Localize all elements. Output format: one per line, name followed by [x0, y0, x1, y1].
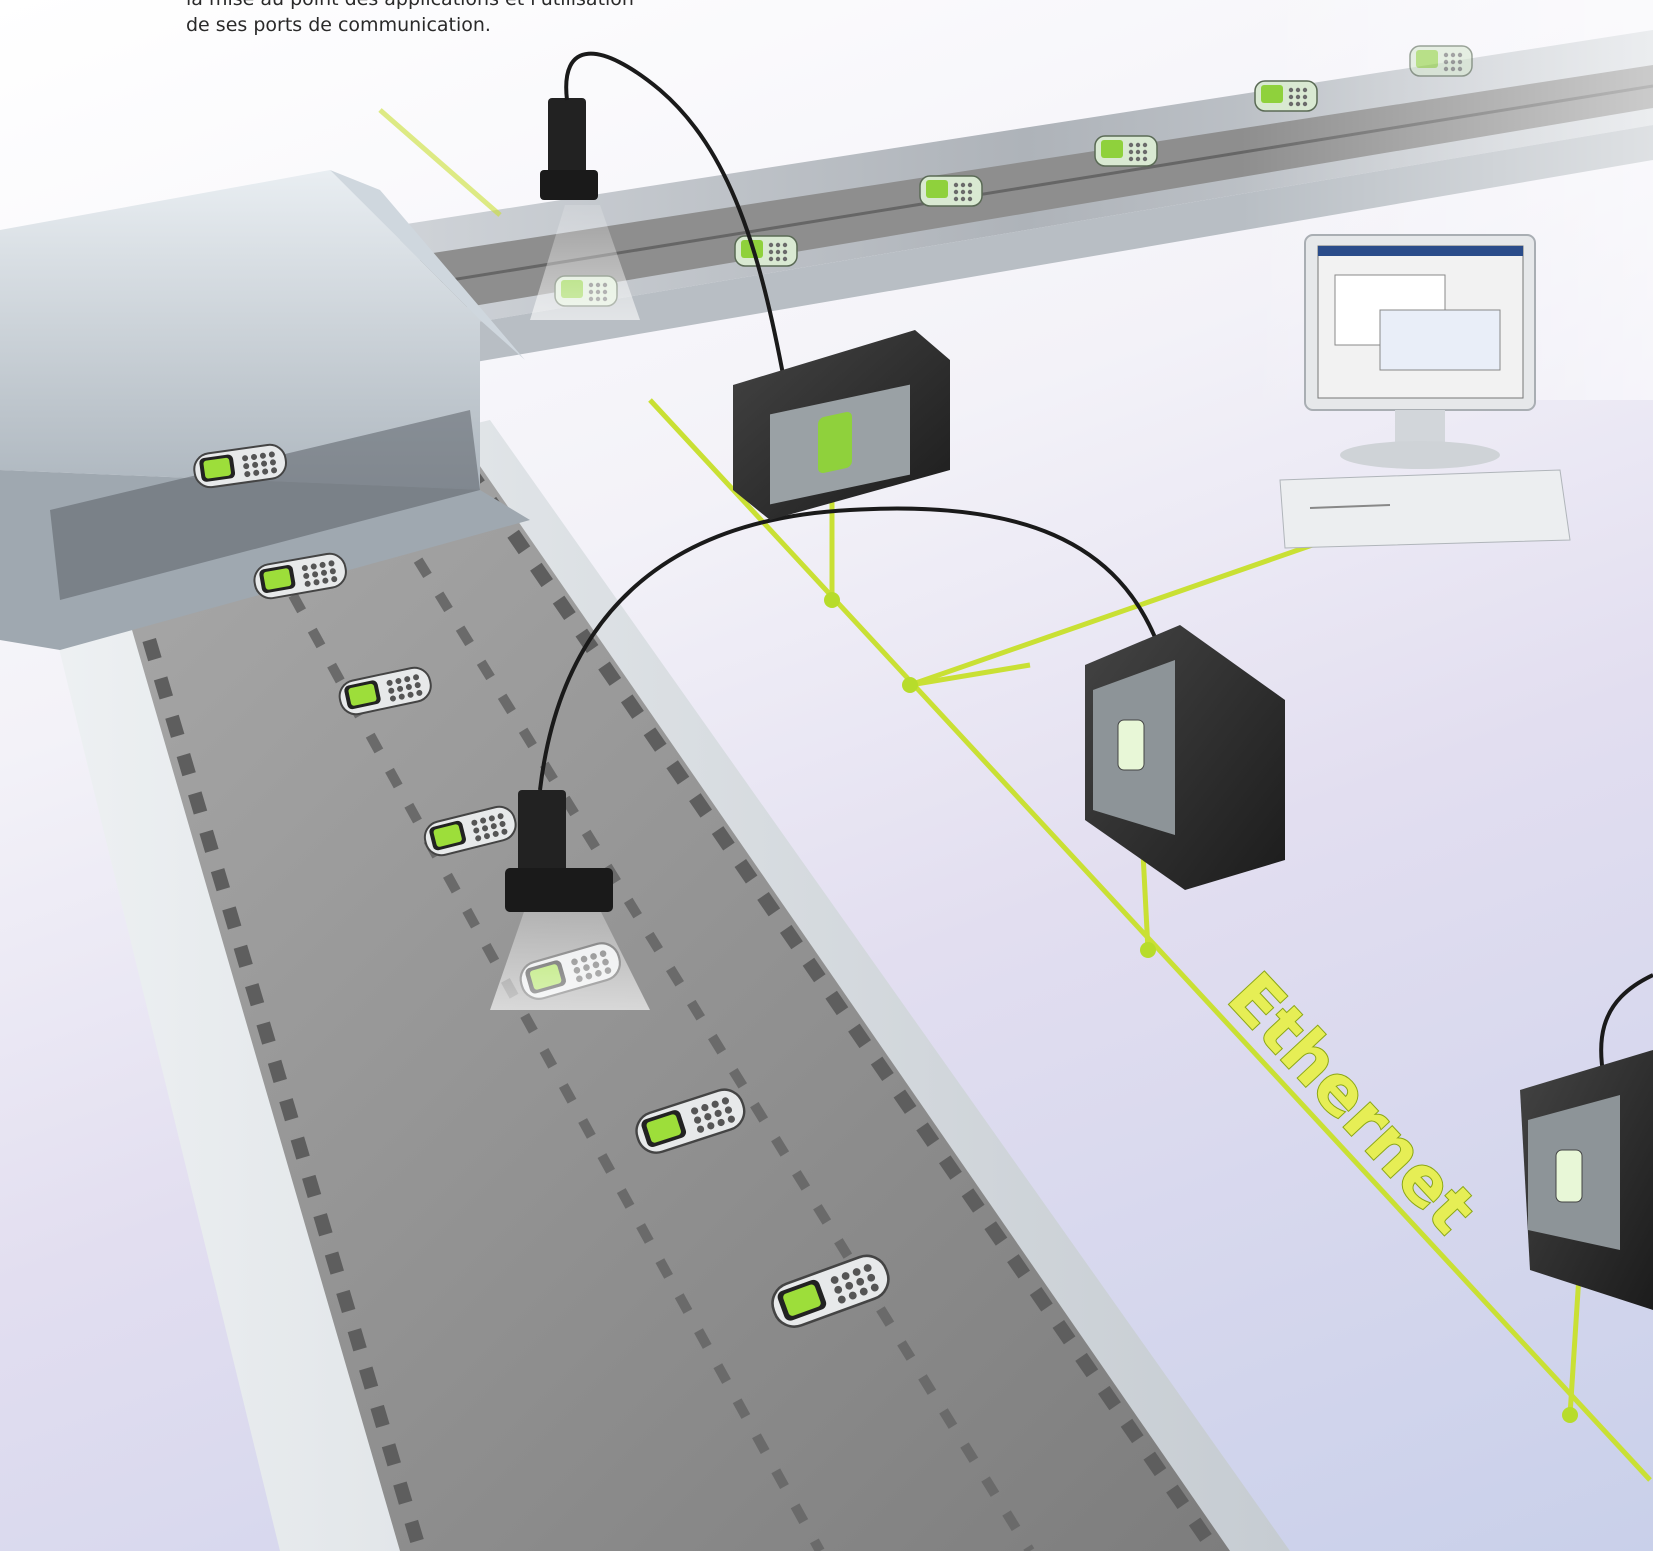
- caption-line-2: de ses ports de communication.: [186, 14, 491, 36]
- computer-workstation: [1279, 234, 1571, 549]
- phone-product: [734, 235, 798, 267]
- ethernet-trunk-line: [378, 108, 502, 217]
- vision-controller-1: [733, 330, 950, 520]
- phone-product: [1409, 45, 1473, 77]
- camera-sensor-front: [490, 790, 650, 1010]
- network-node: [902, 677, 918, 693]
- network-node: [824, 592, 840, 608]
- ethernet-branch-line: [909, 662, 1031, 688]
- phone-product: [919, 175, 983, 207]
- ethernet-nodes: [824, 592, 1578, 1423]
- vision-controller-3: [1520, 1050, 1653, 1310]
- network-node: [1140, 942, 1156, 958]
- phone-product: [1094, 135, 1158, 167]
- ethernet-network: [378, 108, 1652, 1482]
- caption-line-1: la mise au point des applications et l'u…: [186, 0, 634, 12]
- vision-controller-2: [1085, 625, 1285, 890]
- network-node: [1562, 1407, 1578, 1423]
- phone-product: [1254, 80, 1318, 112]
- ethernet-branch-line: [1567, 1259, 1583, 1416]
- camera-sensor-top: [530, 98, 640, 320]
- conveyor-hood: [0, 170, 530, 650]
- ethernet-label: Ethernet: [1213, 958, 1490, 1248]
- ethernet-trunk-line: [648, 398, 1652, 1482]
